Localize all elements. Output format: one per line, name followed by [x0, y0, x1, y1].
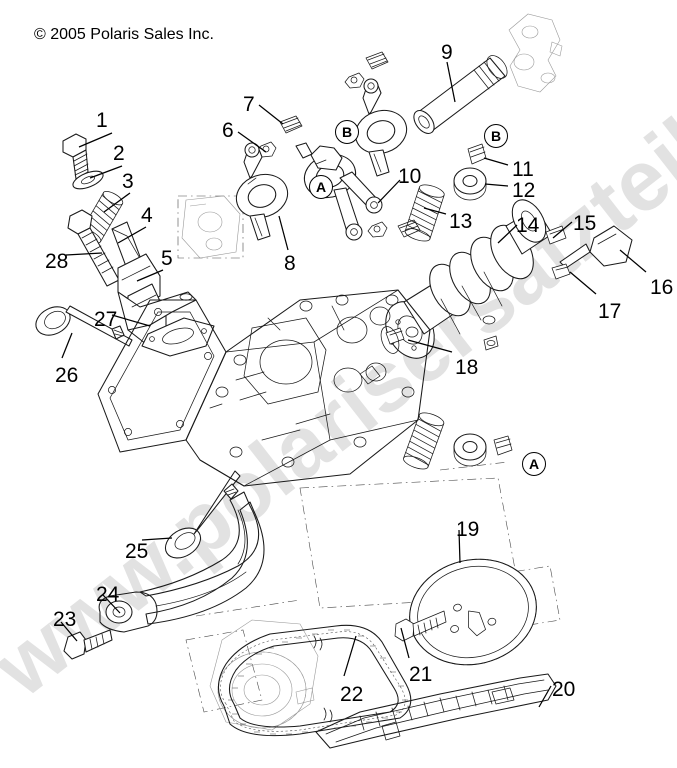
ghost-rocker-support [508, 13, 563, 93]
part-6-lock-nut-b [344, 72, 365, 89]
leader-line-20 [538, 685, 552, 708]
part-1-flange-bolt [62, 133, 89, 180]
leader-line-3 [103, 192, 131, 213]
reference-mark-a-0: A [309, 175, 333, 199]
part-25-valve-exhaust [164, 470, 241, 559]
part-20-chain-guide [315, 673, 557, 749]
part-13-valve-spring-lower [403, 412, 445, 470]
leader-line-15 [552, 221, 573, 239]
callout-22-timing-chain: 22 [340, 683, 364, 706]
part-6-lock-nut-c [367, 221, 388, 238]
reference-mark-b-2: B [484, 124, 508, 148]
part-cam-loose-items [482, 315, 499, 351]
part-12-spring-retainer-lower [453, 433, 487, 467]
leader-line-7 [258, 104, 284, 125]
part-8-rocker-arm-left [235, 142, 289, 241]
ghost-head-left [181, 195, 241, 259]
part-21-sprocket-bolt [394, 610, 447, 642]
leader-line-17 [569, 271, 597, 295]
leader-line-27 [111, 314, 151, 327]
callout-18-dowel-pin-cam: 18 [455, 356, 479, 379]
part-18-dowel-pin-cam [385, 327, 405, 345]
callout-2-washer: 2 [113, 142, 125, 165]
callout-17-retaining-clip: 17 [598, 300, 622, 323]
leader-line-10 [377, 179, 401, 204]
ghost-crank-sprocket [209, 619, 319, 731]
callout-10-pivot-pin: 10 [398, 165, 422, 188]
reference-mark-a-3: A [522, 452, 546, 476]
part-26-valve-intake [35, 305, 133, 347]
leader-line-22 [343, 635, 357, 677]
part-16-decompressor-weight [559, 225, 633, 269]
part-17-retaining-clip [551, 263, 571, 280]
part-14-camshaft [385, 199, 553, 359]
leader-line-6 [237, 131, 267, 153]
part-6-lock-nut-a [256, 141, 277, 158]
leader-line-28 [65, 252, 103, 256]
leader-line-21 [400, 627, 410, 659]
leader-line-23 [60, 621, 78, 642]
callout-16-decompressor-weight: 16 [650, 276, 674, 299]
leader-line-5 [136, 269, 164, 282]
callout-12-spring-retainer: 12 [512, 179, 536, 202]
part-12-spring-retainer-upper [453, 167, 487, 201]
part-27-gasket-seal [141, 317, 215, 357]
callout-15-locating-pin: 15 [573, 212, 597, 235]
leader-line-24 [102, 594, 121, 614]
callout-8-rocker-arm-intake: 8 [284, 252, 296, 275]
callout-24-chain-tensioner-arm: 24 [96, 583, 120, 606]
leader-line-12 [484, 183, 509, 187]
callout-20-chain-guide: 20 [552, 678, 576, 701]
part-23-tensioner-bolt [63, 629, 113, 660]
part-7-adjuster-screw-a [279, 115, 303, 134]
leader-line-9 [446, 61, 456, 103]
callout-21-sprocket-bolt: 21 [409, 663, 433, 686]
callout-28-hex-bolt-long: 28 [45, 250, 69, 273]
leader-line-11 [483, 157, 509, 166]
callout-4-dowel-pin: 4 [141, 204, 153, 227]
leader-line-26 [61, 332, 73, 359]
leader-line-19 [458, 529, 461, 564]
leader-line-18 [407, 339, 453, 353]
part-22-timing-chain [209, 619, 412, 737]
leader-line-16 [619, 249, 647, 273]
copyright-notice: © 2005 Polaris Sales Inc. [34, 26, 214, 43]
callout-6-lock-nut: 6 [222, 119, 234, 142]
part-11-valve-keeper-lower [493, 435, 513, 456]
callout-26-valve-intake: 26 [55, 364, 79, 387]
callout-25-valve-exhaust: 25 [125, 540, 149, 563]
leader-line-2 [89, 165, 123, 179]
leader-line-14 [497, 224, 518, 244]
leader-line-1 [78, 132, 113, 148]
leader-line-4 [117, 226, 147, 244]
callout-13-valve-spring: 13 [449, 210, 473, 233]
part-8-rocker-arm-right [354, 78, 408, 177]
callout-23-tensioner-bolt: 23 [53, 608, 77, 631]
callout-9-rocker-shaft: 9 [441, 41, 453, 64]
callout-27-gasket-seal: 27 [94, 308, 118, 331]
cylinder-head-block [97, 289, 431, 487]
callout-1-flange-bolt: 1 [96, 109, 108, 132]
part-7-adjuster-screw-b [365, 51, 389, 70]
reference-mark-b-1: B [335, 120, 359, 144]
leader-line-25 [141, 537, 173, 541]
leader-line-8 [278, 215, 289, 251]
callout-11-valve-keeper: 11 [512, 158, 534, 181]
callout-7-adjuster-screw: 7 [243, 93, 255, 116]
callout-3-compression-spring: 3 [122, 170, 134, 193]
part-9-rocker-shaft [413, 55, 508, 134]
callout-5-decompressor-shaft: 5 [161, 247, 173, 270]
leader-line-13 [423, 207, 447, 215]
leader-line-group [60, 61, 647, 708]
part-13-valve-spring-upper [404, 184, 445, 242]
callout-14-camshaft: 14 [516, 214, 540, 237]
callout-19-cam-sprocket: 19 [456, 518, 480, 541]
